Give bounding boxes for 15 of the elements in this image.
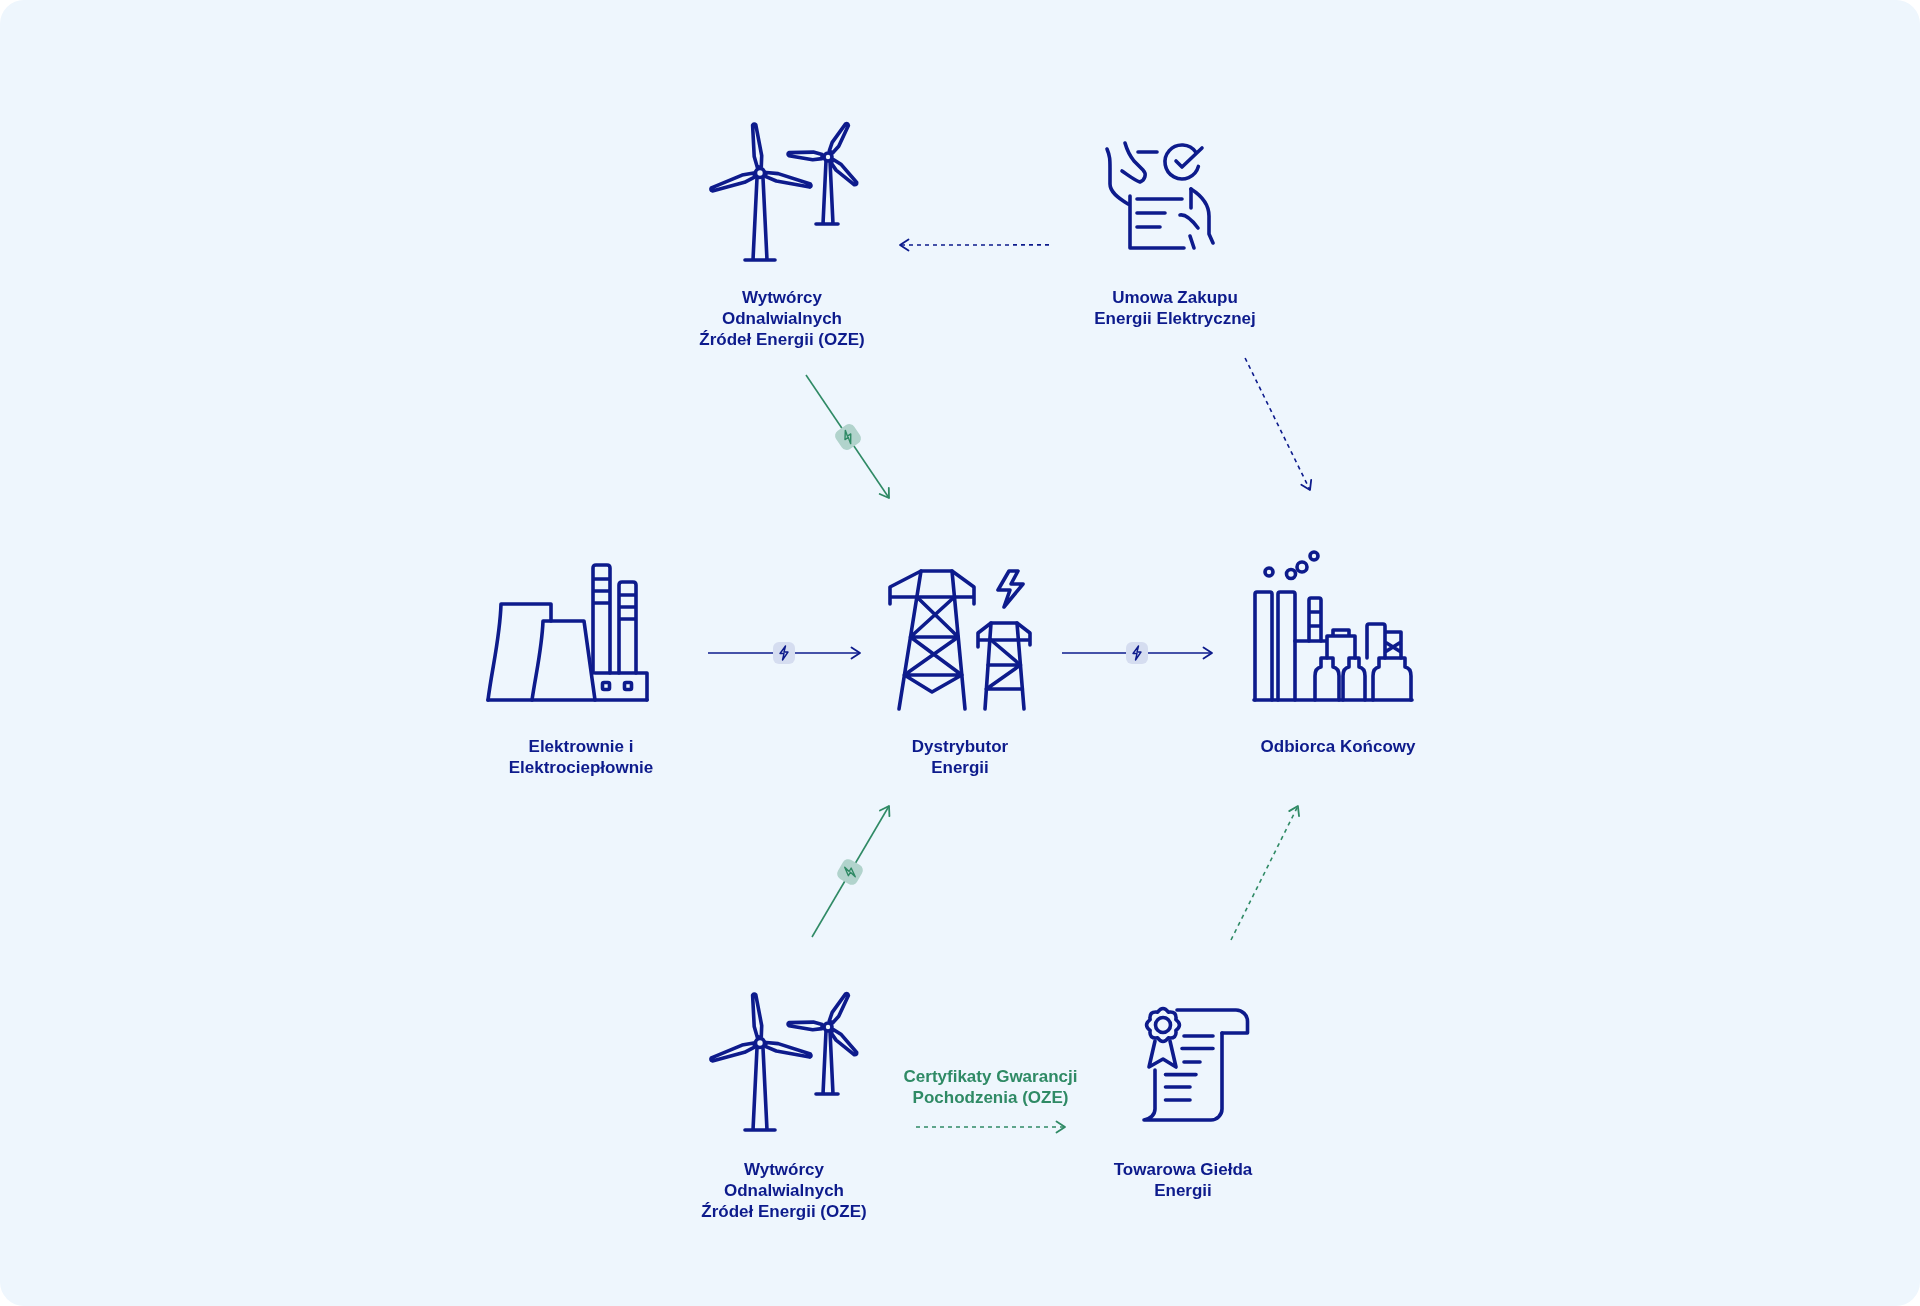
node-label: Odbiorca Końcowy xyxy=(1260,736,1416,757)
arrow xyxy=(899,238,1050,252)
node-label: Umowa Zakupu Energii Elektrycznej xyxy=(1093,287,1257,329)
arrow xyxy=(915,1120,1066,1134)
arrow xyxy=(805,374,890,499)
node-label: Elektrownie i Elektrociepłownie xyxy=(507,736,655,778)
arrow xyxy=(1244,357,1313,491)
arrow xyxy=(811,805,891,938)
arrow xyxy=(1230,805,1300,941)
node-label: Towarowa Giełda Energii xyxy=(1112,1159,1254,1201)
arrow xyxy=(707,646,861,660)
node-label: Wytwórcy Odnalwialnych Źródeł Energii (OZE) xyxy=(700,1159,868,1222)
arrow xyxy=(1061,646,1213,660)
node-label: Dystrybutor Energii xyxy=(910,736,1010,778)
node-label: Wytwórcy Odnalwialnych Źródeł Energii (OZE) xyxy=(698,287,866,350)
